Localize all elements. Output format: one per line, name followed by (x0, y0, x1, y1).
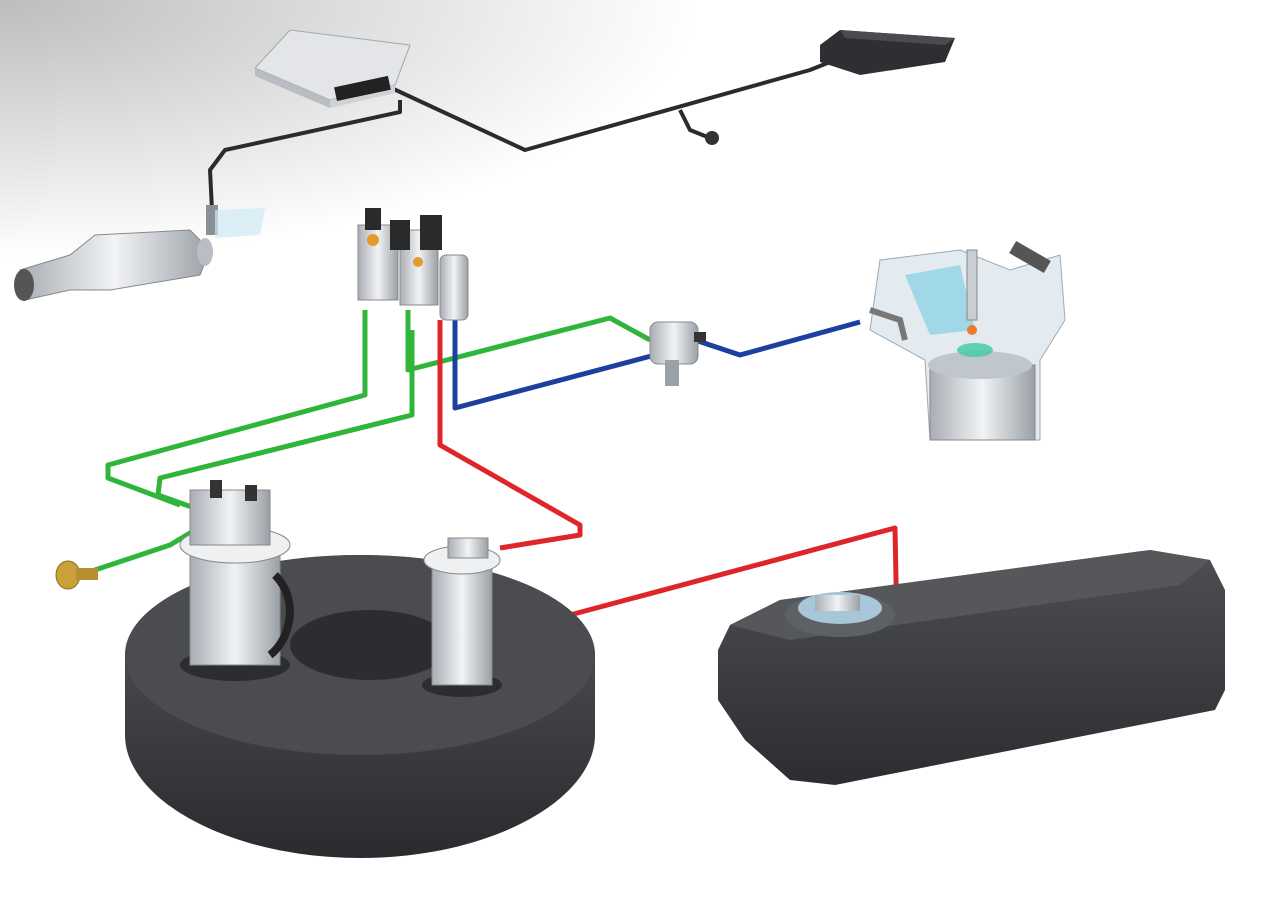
oxygen-sensor (206, 205, 265, 238)
blue-line (452, 319, 861, 411)
injector (649, 321, 706, 386)
control-unit (254, 29, 411, 108)
tank-pump-unit (179, 480, 294, 681)
connector-module (820, 30, 955, 75)
engine-cylinder (869, 240, 1066, 441)
catalytic-converter (14, 229, 213, 301)
sensor-plug (705, 131, 719, 145)
filler-valve (55, 560, 98, 590)
fuel-tank (718, 550, 1225, 785)
wiring-harness (208, 58, 836, 211)
tank-valve-unit (422, 537, 502, 697)
valve-block (357, 208, 469, 321)
